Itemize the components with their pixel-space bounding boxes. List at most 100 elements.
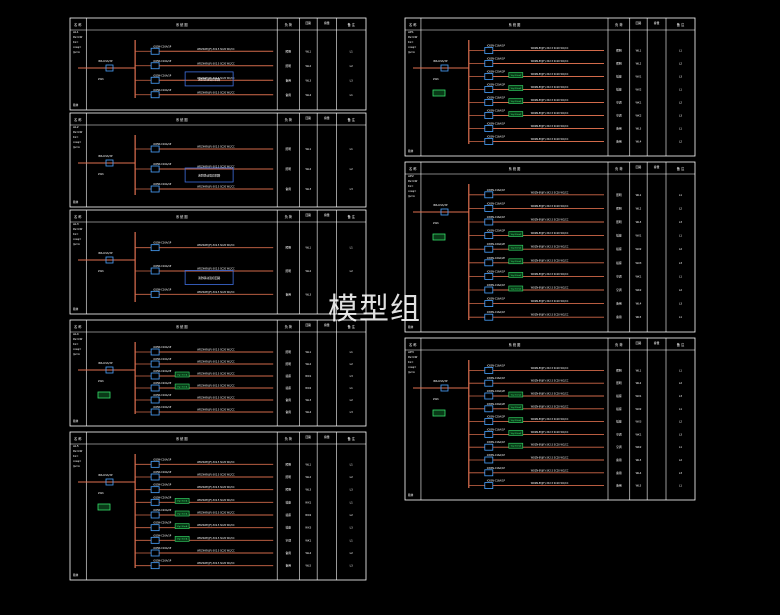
branch-breaker <box>484 218 494 226</box>
circuit-number: WX2 <box>305 386 311 390</box>
panel-frame <box>404 337 696 501</box>
header-name: 名 称 <box>74 22 82 27</box>
breaker-label: iC65N-C16A/1P <box>153 534 172 537</box>
fire-linkage-label: 消防联动强切回路 <box>198 174 221 178</box>
branch-breaker <box>150 244 160 252</box>
circuit-number: WL4 <box>636 302 642 306</box>
breaker-label: iC65N-C16A/1P <box>487 284 506 287</box>
breaker-label: iC65N-C16A/1P <box>487 298 506 301</box>
cable-label: WDZN-BYJ(F)-3X2.5 SC20 WC/CC <box>531 99 569 102</box>
header-name: 名 称 <box>74 117 82 122</box>
phase-label: L1 <box>350 49 353 53</box>
cable-label: WDZN-BYJ(F)-3X2.5 SC20 WC/CC <box>531 219 569 222</box>
load-type: 照明 <box>285 49 291 53</box>
breaker-label: iC65N-C16A/1P <box>153 183 172 186</box>
fire-linkage-box <box>184 71 234 87</box>
breaker-label: iC65N-C20A/2P <box>153 382 172 385</box>
header-circuit: 回路 <box>305 323 311 327</box>
load-type: 插座 <box>616 234 622 238</box>
breaker-label: iC65N-C20A/2P <box>487 416 506 419</box>
panel-ap2: 名 称系 统 图负 荷回路容量备 注Pe=kWKx=cosφ=Ijs=AAP2箱… <box>404 161 696 333</box>
branch-breaker <box>150 384 160 392</box>
phase-label: L1 <box>350 350 353 354</box>
load-type: 空调 <box>616 432 622 436</box>
panel-param: Ijs=A <box>408 50 415 54</box>
panel-param: Pe=kW <box>73 227 83 231</box>
load-type: 备用 <box>285 398 291 402</box>
branch-breaker <box>484 245 494 253</box>
cable-label: WDZN-BYJ(F)-3X2.5 SC20 WC/CC <box>531 112 569 115</box>
circuit-number: WX1 <box>635 234 641 238</box>
header-capacity: 容量 <box>654 165 660 169</box>
phase-label: L1 <box>350 538 353 542</box>
header-circuit: 回路 <box>305 116 311 120</box>
load-type: 照明 <box>285 350 291 354</box>
load-type: 照明 <box>616 193 622 197</box>
circuit-number: WL5 <box>305 564 311 568</box>
phase-label: L1 <box>679 49 682 53</box>
header-remark: 备 注 <box>348 117 356 122</box>
phase-label: L2 <box>679 206 682 210</box>
rcd-label: Vigi 30mA <box>177 525 188 528</box>
box-label: 箱体 <box>408 493 414 497</box>
main-switch-label: INS-63A/3P <box>98 361 113 365</box>
panel-al5: 名 称系 统 图负 荷回路容量备 注Pe=kWKx=cosφ=Ijs=AAL5箱… <box>69 431 367 581</box>
circuit-number: WL4 <box>305 410 311 414</box>
phase-label: L2 <box>350 398 353 402</box>
branch-breaker <box>484 300 494 308</box>
main-switch-label: INS-63A/3P <box>433 59 448 63</box>
rcd-symbol <box>508 442 524 449</box>
panel-id: AL1 <box>73 30 79 34</box>
load-type: 备用 <box>616 127 622 131</box>
cable-label: WDZN-BYJ(F)-3X2.5 SC20 WC/CC <box>531 418 569 421</box>
rcd-label: Vigi 30mA <box>511 87 522 90</box>
rcd-label: Vigi 30mA <box>511 287 522 290</box>
breaker-label: iC65N-C16A/1P <box>153 143 172 146</box>
rcd-label: Vigi 30mA <box>511 260 522 263</box>
phase-label: L3 <box>350 526 353 530</box>
load-type: 插座 <box>616 407 622 411</box>
circuit-number: WL5 <box>636 484 642 488</box>
circuit-number: WL3 <box>636 127 642 131</box>
meter-label: kWh <box>98 379 104 383</box>
rcd-label: Vigi 30mA <box>177 385 188 388</box>
header-load: 负 荷 <box>615 22 623 27</box>
phase-label: L3 <box>679 302 682 306</box>
rcd-label: Vigi 30mA <box>177 538 188 541</box>
cable-label: WDZN-BYJ(F)-3X2.5 SC20 WC/CC <box>197 499 235 502</box>
load-type: 照明 <box>616 381 622 385</box>
circuit-number: WX1 <box>305 500 311 504</box>
panel-param: Kx= <box>73 342 78 346</box>
branch-breaker <box>150 511 160 519</box>
circuit-number: WL3 <box>305 488 311 492</box>
rcd-symbol <box>508 430 524 436</box>
cable-label: WDZN-BYJ(F)-3X2.5 SC20 WC/CC <box>531 405 569 408</box>
breaker-label: iC65N-C16A/1P <box>153 74 172 77</box>
rcd-symbol <box>508 417 524 423</box>
cable-label: WDZN-BYJ(F)-3X2.5 SC20 WC/CC <box>531 232 569 235</box>
rcd-symbol <box>174 383 190 390</box>
cable-label: WDZN-BYJ(F)-3X2.5 SC20 WC/CC <box>197 361 235 364</box>
breaker-label: iC65N-C16A/1P <box>153 471 172 474</box>
branch-breaker <box>150 348 160 356</box>
breaker-label: iC65N-C16A/1P <box>153 406 172 409</box>
breaker-label: iC65N-C20A/2P <box>487 403 506 406</box>
panel-param: Pe=kW <box>73 449 83 453</box>
panel-param: Ijs=A <box>73 50 80 54</box>
cable-label: WDZN-BYJ(F)-3X2.5 SC20 WC/CC <box>197 486 235 489</box>
breaker-label: iC65N-C20A/2P <box>153 509 172 512</box>
